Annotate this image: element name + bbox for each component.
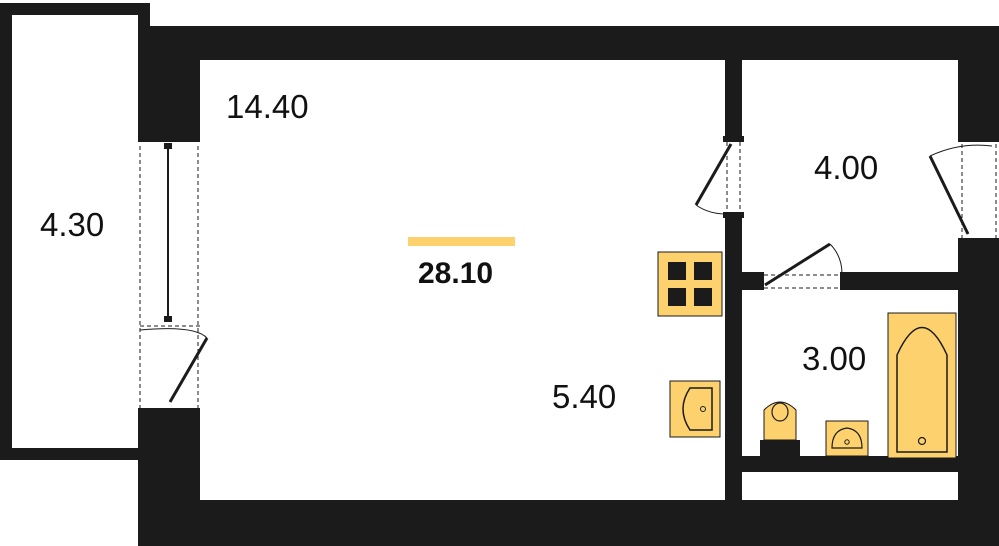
hallway-area: 4.00 [814, 149, 878, 186]
kitchen-sink-icon [669, 380, 721, 438]
bathroom-door [756, 242, 848, 290]
bathtub-icon [887, 312, 957, 459]
kitchen-area: 5.40 [552, 378, 616, 415]
bathroom-sink-icon [825, 420, 869, 457]
balcony-door [138, 138, 209, 412]
toilet-icon [760, 401, 800, 458]
entrance-door [928, 136, 999, 244]
total-area-accent [408, 237, 515, 246]
stove-icon [657, 251, 723, 317]
door-living-hallway [694, 136, 744, 218]
total-area: 28.10 [418, 257, 493, 290]
living-room-area: 14.40 [226, 88, 309, 125]
balcony-area: 4.30 [40, 206, 104, 243]
bathroom-area: 3.00 [802, 340, 866, 377]
